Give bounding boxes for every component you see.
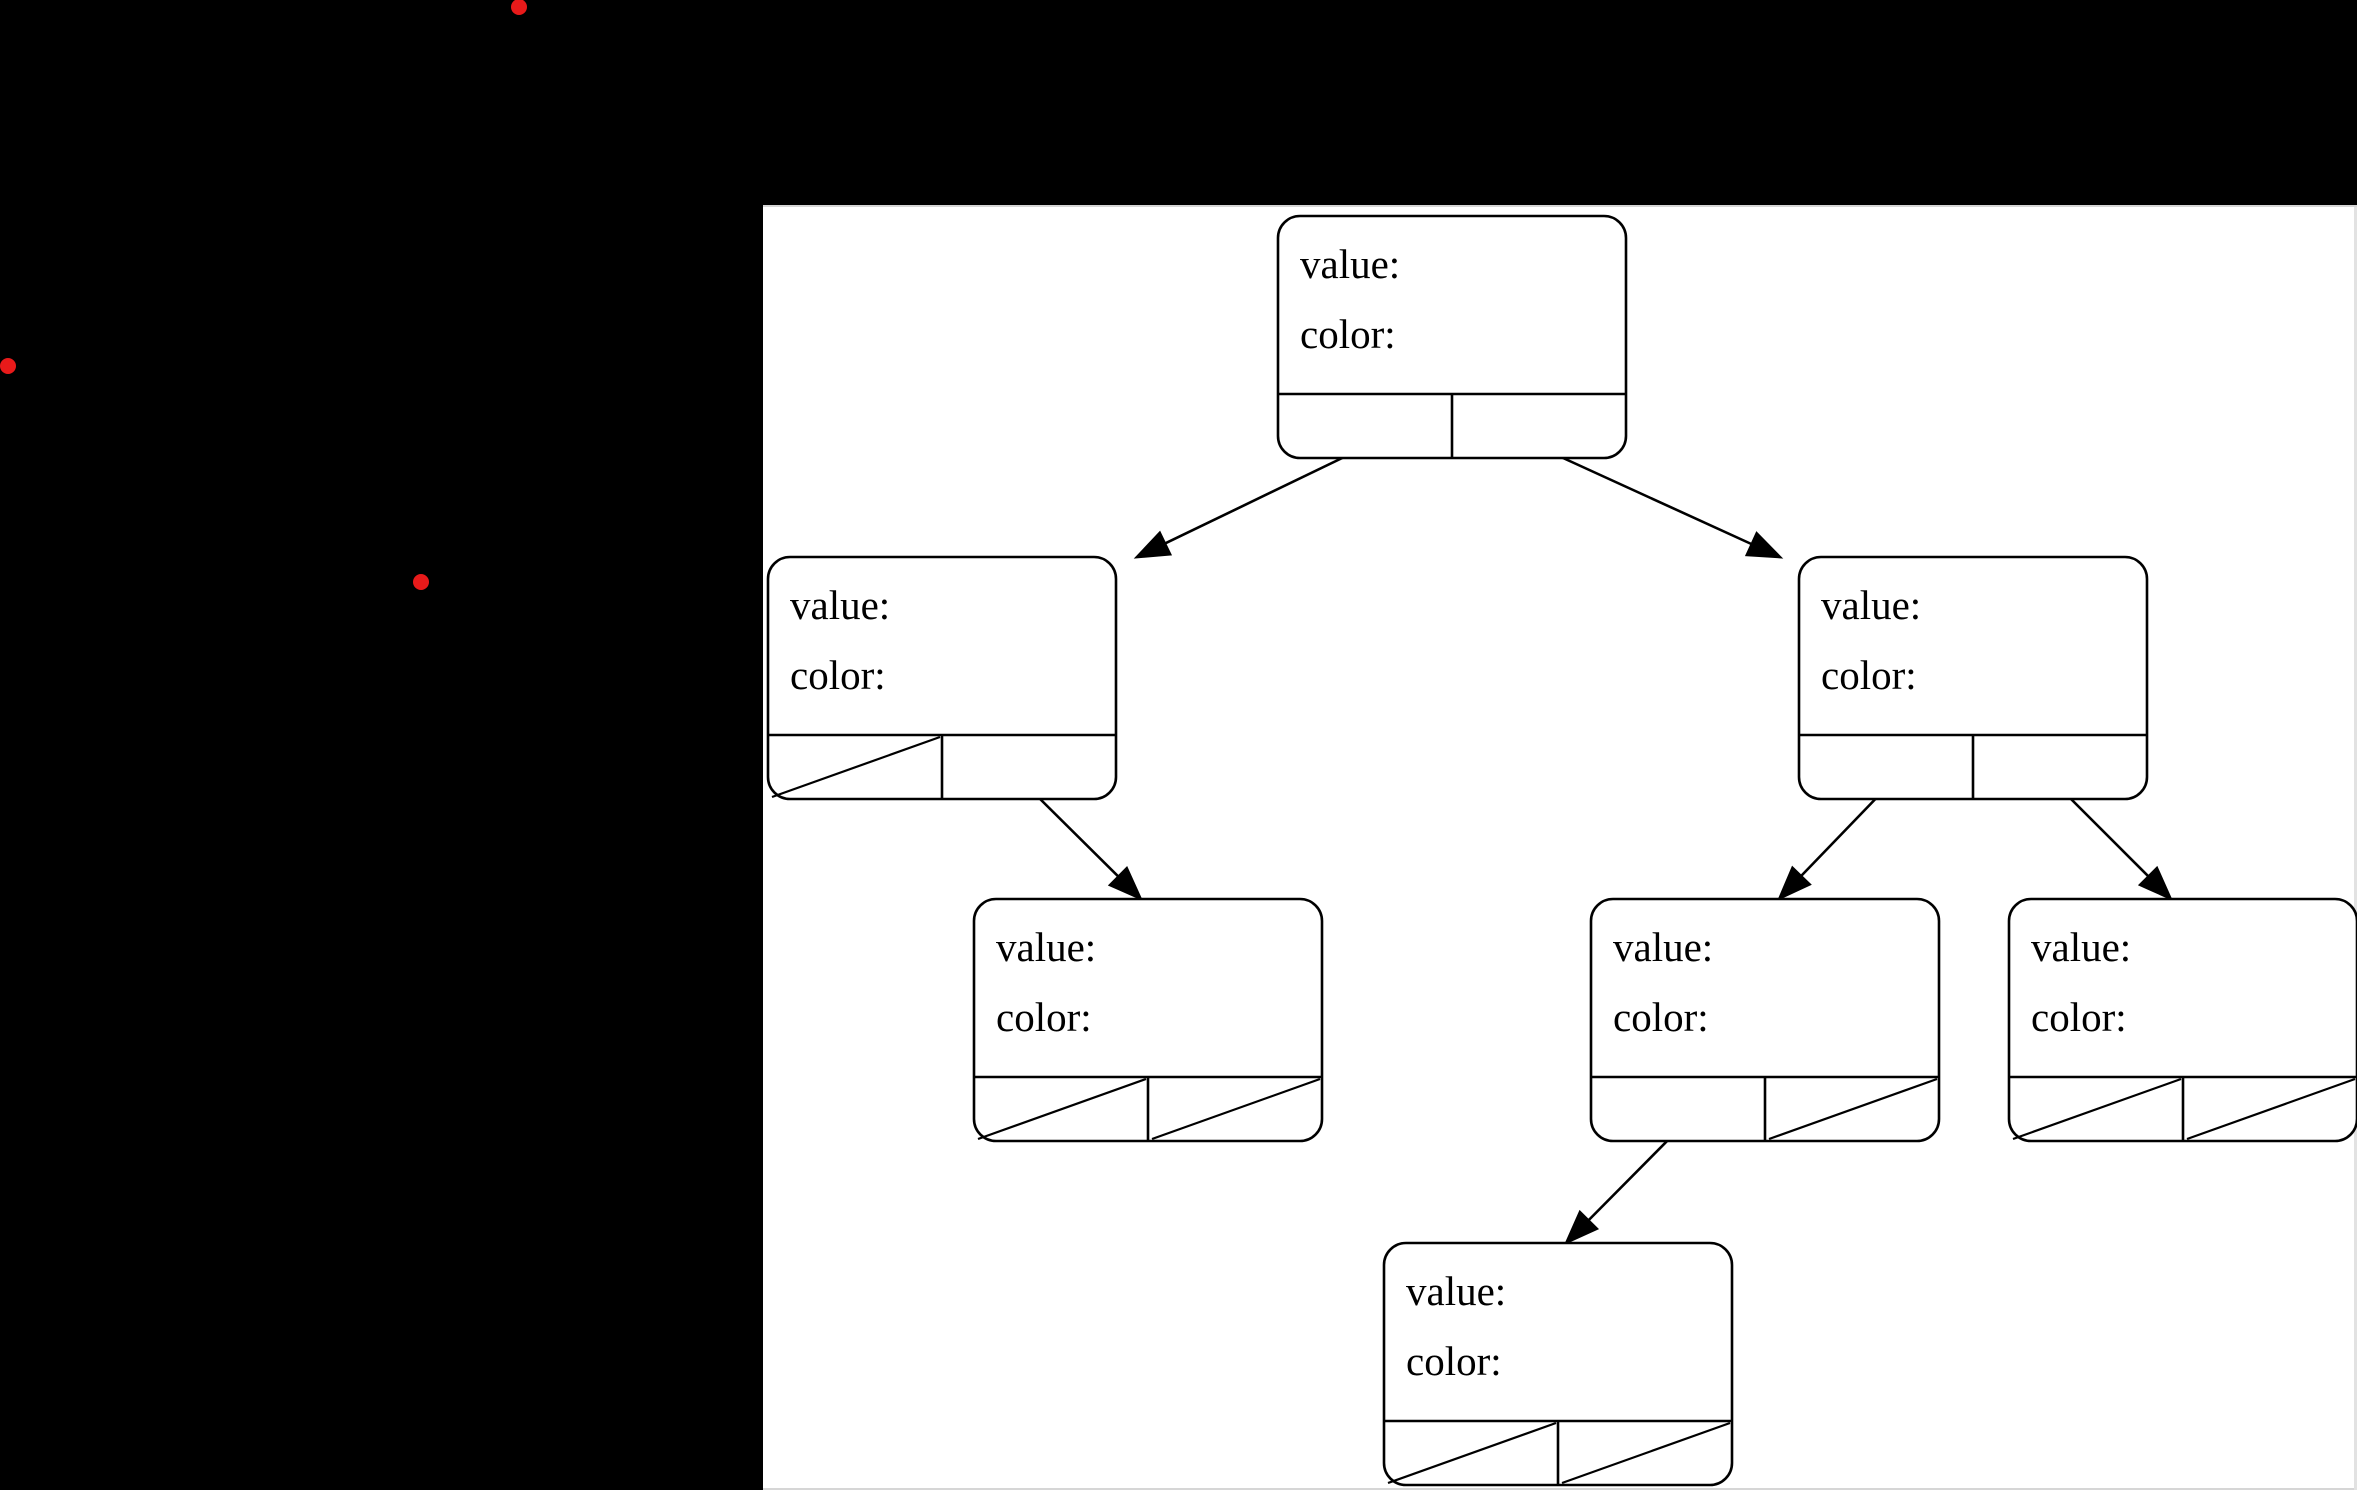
edge-right-to-rightleft [1777,787,1887,902]
tree-node-root-color-label: color: [1300,311,1396,357]
edge-root-to-right-arrowhead [1744,531,1784,559]
edge-right-to-rightright [2059,787,2173,901]
tree-node-deep-value-label: value: [1406,1268,1506,1314]
marker-dot-middle [413,574,429,590]
tree-node-right[interactable]: value: color: [1797,555,2149,801]
tree-node-left-right-value-label: value: [996,924,1096,970]
tree-node-right-left[interactable]: value: color: [1589,897,1941,1143]
tree-node-left-color-label: color: [790,652,886,698]
edge-right-to-rightleft-arrowhead [1777,865,1812,902]
tree-node-right-right[interactable]: value: color: [2007,897,2357,1143]
edge-right-to-rightright-line [2059,787,2149,877]
tree-node-right-color-label: color: [1821,652,1917,698]
canvas-bottom-edge [763,1488,2357,1490]
tree-node-right-right-color-label: color: [2031,994,2127,1040]
tree-node-left-right-left-null-slash [977,1077,1147,1141]
tree-node-left-right-color-label: color: [996,994,1092,1040]
tree-diagram-svg: value:color:value:color:value:color:valu… [766,214,2357,1487]
diagram-canvas-panel[interactable]: value:color:value:color:value:color:valu… [763,205,2357,1490]
edge-right-to-rightleft-line [1800,787,1887,877]
marker-dot-top [511,0,527,15]
edge-rightleft-to-deep [1564,1129,1679,1245]
edge-rightleft-to-deep-arrowhead [1564,1209,1600,1245]
edge-rightleft-to-deep-line [1588,1129,1679,1221]
edge-root-to-left [1133,445,1366,559]
edge-left-to-leftright [1028,787,1143,901]
tree-node-root[interactable]: value: color: [1276,214,1628,460]
tree-node-right-right-value-label: value: [2031,924,2131,970]
edge-root-to-right-line [1538,445,1752,546]
tree-node-left-right-right-null-slash [1151,1077,1321,1141]
tree-node-right-right-left-null-slash [2012,1077,2182,1141]
tree-node-right-left-right-null-slash [1768,1077,1938,1141]
tree-node-left-value-label: value: [790,582,890,628]
tree-node-left-right[interactable]: value: color: [972,897,1324,1143]
tree-node-right-right-right-null-slash [2186,1077,2356,1141]
edge-root-to-left-arrowhead [1133,530,1173,559]
tree-node-right-left-value-label: value: [1613,924,1713,970]
tree-node-root-value-label: value: [1300,241,1400,287]
edges-group [1028,445,2173,1245]
tree-node-deep-right-null-slash [1561,1421,1731,1485]
tree-node-right-value-label: value: [1821,582,1921,628]
tree-node-deep-left-null-slash [1387,1421,1557,1485]
edge-left-to-leftright-line [1028,787,1119,877]
edge-root-to-right [1538,445,1784,559]
tree-node-left-left-null-slash [771,735,941,799]
tree-node-right-left-color-label: color: [1613,994,1709,1040]
tree-node-left[interactable]: value: color: [766,555,1118,801]
tree-node-deep[interactable]: value: color: [1382,1241,1734,1487]
edge-right-to-rightright-arrowhead [2137,865,2173,901]
edge-left-to-leftright-arrowhead [1107,865,1143,901]
nodes-group: value:color:value:color:value:color:valu… [766,214,2357,1487]
tree-node-deep-color-label: color: [1406,1338,1502,1384]
edge-root-to-left-line [1165,445,1366,545]
marker-dot-left [0,358,16,374]
vertical-scrollbar[interactable] [2354,207,2357,1490]
